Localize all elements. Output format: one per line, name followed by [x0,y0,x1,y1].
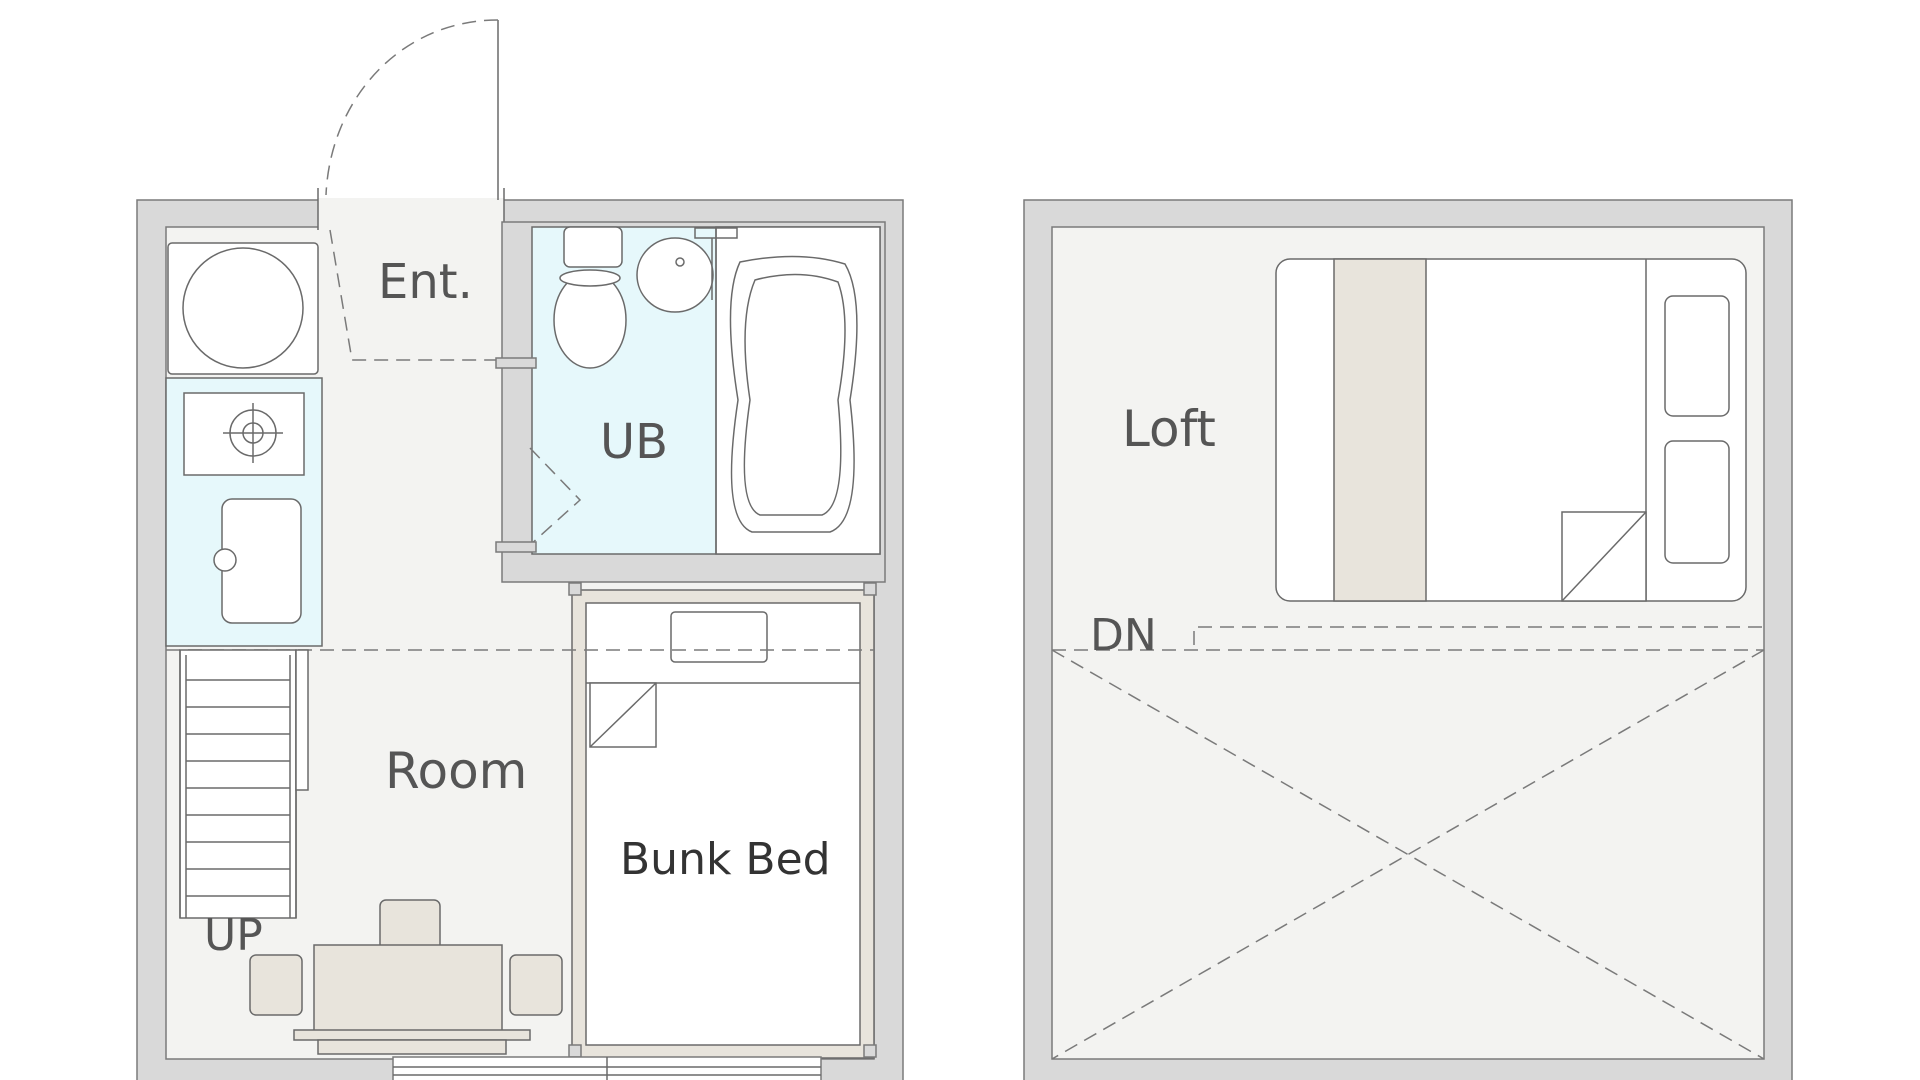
entrance-door-swing[interactable] [325,19,499,196]
washbasin [636,227,738,313]
loft-bed[interactable] [1275,258,1747,602]
pillow-2 [1664,440,1730,564]
ground-floor-plan: Ent. [136,19,904,1080]
loft-plan: Loft DN [1023,199,1793,1080]
chair-bottom [317,1039,507,1055]
stove [183,392,305,476]
entrance-label: Ent. [378,254,473,310]
unit-bath: UB [501,221,886,583]
chair-right [509,954,563,1016]
bunk-bed-label: Bunk Bed [620,834,831,885]
kitchen-counter [165,377,323,647]
stairs-up-label: UP [204,910,263,961]
open-void [1051,649,1765,1060]
bathtub [729,255,858,533]
stairs-down-label: DN [1090,610,1157,661]
bench [293,1029,531,1041]
toilet [553,226,627,369]
dining-set[interactable] [249,899,563,1055]
entrance-opening [318,198,504,230]
entrance-area-boundary [329,229,500,361]
room-label: Room [385,742,527,800]
ground-floor-window [392,1056,822,1080]
loft-label: Loft [1122,400,1216,458]
chair-left [249,954,303,1016]
pillow-1 [1664,295,1730,417]
loft-railing [1193,626,1764,645]
unit-bath-label: UB [600,414,668,470]
chair-top [379,899,441,951]
bunk-bed[interactable]: Bunk Bed [571,589,875,1059]
dining-table [313,944,503,1034]
washing-machine [167,242,319,375]
bath-door-swing[interactable] [529,447,582,546]
staircase[interactable] [179,649,309,919]
